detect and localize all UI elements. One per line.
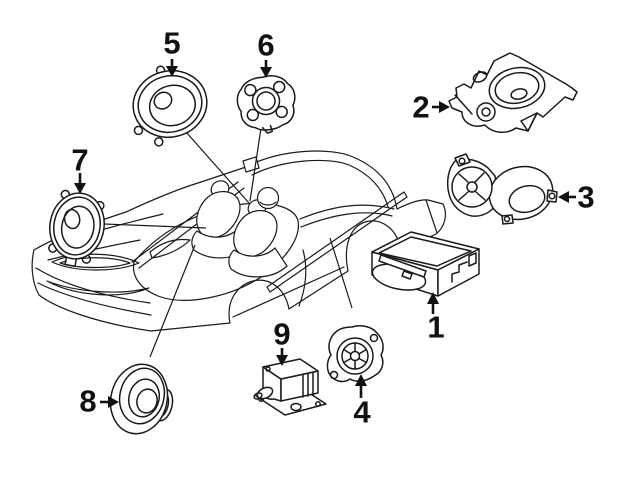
callout-arrow-4 [355, 374, 367, 398]
callout-arrow-7 [74, 173, 86, 194]
part-2-speaker-enclosure[interactable] [448, 52, 578, 133]
callout-label-4[interactable]: 4 [353, 394, 371, 430]
part-9-amplifier-module[interactable] [253, 358, 327, 416]
leader-line-4 [329, 237, 353, 309]
leader-line-6 [249, 127, 262, 202]
callout-arrow-1 [427, 292, 439, 314]
callout-arrow-6 [260, 60, 272, 78]
callout-arrows [74, 59, 576, 408]
part-5-round-door-speaker[interactable] [121, 57, 215, 151]
callout-label-3[interactable]: 3 [577, 179, 595, 215]
callout-label-9[interactable]: 9 [273, 316, 291, 352]
leader-line-5 [185, 131, 250, 204]
callout-arrow-9 [276, 348, 288, 366]
callout-label-7[interactable]: 7 [71, 142, 89, 178]
leader-lines [103, 127, 353, 358]
part-1-radio-cd-player[interactable] [370, 231, 480, 297]
callout-arrow-5 [166, 59, 178, 77]
callout-label-6[interactable]: 6 [257, 27, 275, 63]
callout-label-1[interactable]: 1 [427, 309, 445, 345]
part-7-front-door-speaker[interactable] [43, 189, 109, 270]
car-illustration [31, 150, 446, 332]
part-8-cone-speaker[interactable] [103, 358, 175, 439]
leader-line-7 [103, 223, 207, 229]
leader-line-8 [149, 244, 196, 358]
callout-arrow-8 [100, 396, 119, 408]
callout-label-8[interactable]: 8 [79, 383, 97, 419]
part-6-speaker-bracket[interactable] [234, 73, 299, 137]
callout-label-2[interactable]: 2 [412, 89, 430, 125]
callout-arrow-3 [558, 191, 576, 203]
callout-label-5[interactable]: 5 [163, 25, 181, 61]
part-3-rear-speaker-assembly[interactable] [446, 153, 559, 226]
callout-arrow-2 [432, 101, 450, 113]
part-4-small-speaker[interactable] [326, 325, 384, 383]
